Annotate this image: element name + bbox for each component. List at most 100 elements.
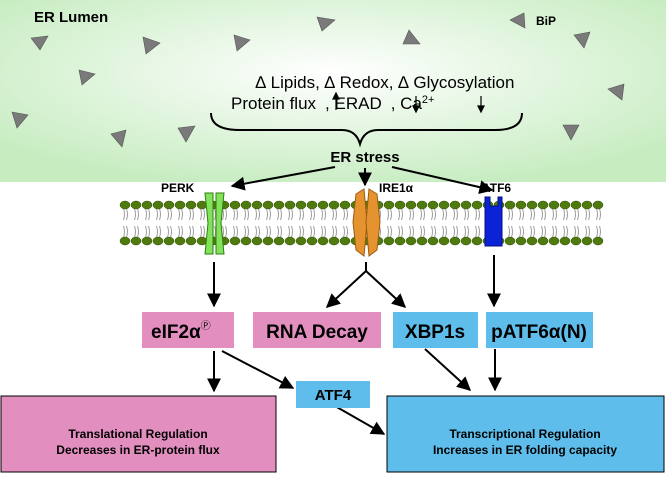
lipid-head bbox=[328, 236, 340, 246]
lipid-tail bbox=[134, 225, 139, 238]
lipid-head bbox=[504, 200, 516, 210]
protein-flux-label: Protein flux bbox=[231, 94, 317, 113]
bip-triangle bbox=[562, 124, 580, 141]
lipid-head bbox=[174, 200, 186, 210]
lipid-head bbox=[449, 200, 461, 210]
lipid-tail bbox=[541, 225, 546, 238]
lipid-tail bbox=[266, 225, 271, 238]
transcriptional-regulation-detail: Increases in ER folding capacity bbox=[433, 443, 617, 457]
lipid-head bbox=[229, 236, 241, 246]
xbp1s-label: XBP1s bbox=[405, 322, 465, 343]
lipid-tail bbox=[563, 208, 568, 221]
lipid-tail bbox=[321, 225, 326, 238]
lipid-head bbox=[548, 236, 560, 246]
lipid-tail bbox=[442, 208, 447, 221]
lipid-head bbox=[119, 200, 131, 210]
lipid-head bbox=[460, 200, 472, 210]
lipid-tail bbox=[123, 225, 128, 238]
transcriptional-regulation-title: Transcriptional Regulation bbox=[449, 427, 600, 441]
lipid-tail bbox=[343, 208, 348, 221]
bip-triangle bbox=[573, 31, 591, 49]
lipid-tail bbox=[222, 208, 227, 221]
lipid-head bbox=[471, 236, 483, 246]
lipid-head bbox=[185, 200, 197, 210]
lipid-tail bbox=[431, 225, 436, 238]
lipid-tail bbox=[310, 225, 315, 238]
lipid-head bbox=[185, 236, 197, 246]
lipid-head bbox=[295, 200, 307, 210]
lipid-tail bbox=[453, 208, 458, 221]
translational-regulation-box bbox=[0, 395, 277, 473]
lipid-tail bbox=[420, 208, 425, 221]
atf4-label: ATF4 bbox=[315, 387, 352, 404]
phospho-mark: Ⓟ bbox=[201, 320, 211, 332]
lipid-tail bbox=[156, 225, 161, 238]
arrow-to-perk bbox=[230, 166, 336, 191]
lipid-tail bbox=[552, 225, 557, 238]
lipid-head bbox=[262, 236, 274, 246]
lipid-tail bbox=[519, 225, 524, 238]
lipid-tail bbox=[519, 208, 524, 221]
lipid-head bbox=[306, 236, 318, 246]
lipid-tail bbox=[288, 225, 293, 238]
lipid-head bbox=[526, 200, 538, 210]
lipid-tail bbox=[123, 208, 128, 221]
lipid-head bbox=[174, 236, 186, 246]
lipid-tail bbox=[255, 225, 260, 238]
direction-arrows bbox=[332, 91, 485, 114]
lipid-tail bbox=[409, 208, 414, 221]
ire1-label: IRE1α bbox=[379, 181, 414, 195]
lipid-tail bbox=[475, 208, 480, 221]
lipid-head bbox=[383, 236, 395, 246]
lipid-head bbox=[339, 200, 351, 210]
atf6-label: ATF6 bbox=[482, 181, 511, 195]
lipid-tail bbox=[178, 208, 183, 221]
bip-triangle bbox=[110, 129, 127, 148]
lipid-tail bbox=[332, 225, 337, 238]
lipid-head bbox=[119, 236, 131, 246]
lipid-head bbox=[416, 236, 428, 246]
lipid-tail bbox=[277, 208, 282, 221]
lipid-head bbox=[570, 236, 582, 246]
eif2-box bbox=[142, 312, 234, 348]
lipid-head bbox=[317, 200, 329, 210]
atf4-box bbox=[296, 381, 370, 408]
lipid-head bbox=[251, 236, 263, 246]
bip-chaperones bbox=[11, 12, 625, 148]
lipid-head bbox=[460, 236, 472, 246]
lipid-head bbox=[284, 236, 296, 246]
bip-triangle bbox=[402, 29, 421, 45]
arrow-ire1-to-rna-decay bbox=[325, 270, 367, 308]
lipid-head bbox=[295, 236, 307, 246]
bip-triangle bbox=[233, 34, 251, 52]
bip-triangle bbox=[142, 36, 161, 55]
lipid-head bbox=[152, 200, 164, 210]
lipid-head bbox=[405, 200, 417, 210]
perk-sensor bbox=[204, 192, 225, 255]
arrow-atf4-to-transcriptional bbox=[334, 405, 386, 435]
bip-triangle bbox=[11, 111, 29, 129]
lipid-tail bbox=[574, 208, 579, 221]
calcium-label: , Ca bbox=[391, 94, 423, 113]
lipid-tail bbox=[244, 208, 249, 221]
lipid-tail bbox=[530, 225, 535, 238]
lipid-tail bbox=[453, 225, 458, 238]
lipid-head bbox=[438, 200, 450, 210]
lipid-head bbox=[570, 200, 582, 210]
lipid-tail bbox=[189, 208, 194, 221]
perturbation-line-2: Protein flux, ERAD, Ca2+ bbox=[231, 94, 434, 113]
lipid-tail bbox=[431, 208, 436, 221]
lipid-head bbox=[152, 236, 164, 246]
lipid-tail bbox=[475, 225, 480, 238]
lipid-tail bbox=[310, 208, 315, 221]
lipid-tail bbox=[178, 225, 183, 238]
calcium-charge: 2+ bbox=[422, 94, 435, 106]
lipid-head bbox=[559, 200, 571, 210]
lipid-head bbox=[394, 200, 406, 210]
lipid-head bbox=[251, 200, 263, 210]
lipid-head bbox=[339, 236, 351, 246]
lipid-tail bbox=[563, 225, 568, 238]
lipid-tail bbox=[321, 208, 326, 221]
lipid-tail bbox=[299, 225, 304, 238]
lipid-tail bbox=[200, 225, 205, 238]
